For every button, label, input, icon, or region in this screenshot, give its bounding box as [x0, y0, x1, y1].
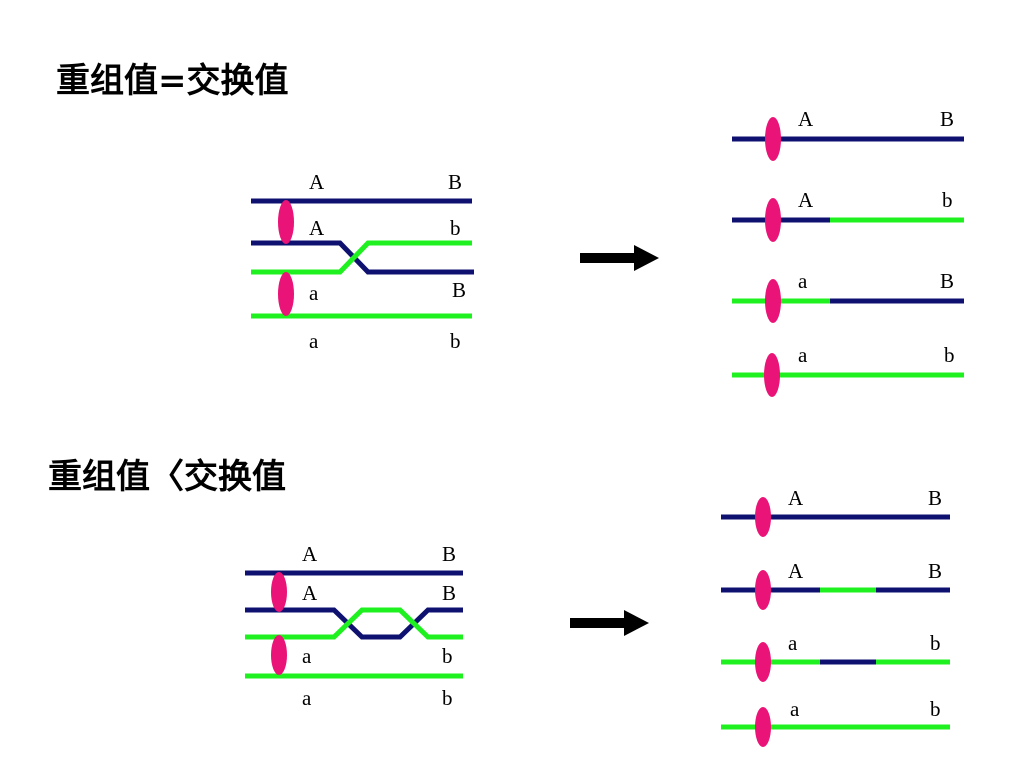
centromere — [755, 707, 771, 747]
arrow-icon — [570, 610, 649, 636]
title-recombination-equals-crossover: 重组值=交换值 — [56, 61, 289, 101]
arrow-icon — [580, 245, 659, 271]
centromere — [755, 497, 771, 537]
gene-label: b — [450, 329, 461, 353]
gene-label: b — [942, 188, 953, 212]
gene-label: A — [798, 107, 814, 131]
gene-label: A — [798, 188, 814, 212]
gene-label: B — [928, 559, 942, 583]
gene-label: b — [944, 343, 955, 367]
centromere — [271, 635, 287, 675]
single-crossover-tetrad: A B A b a B a b — [251, 170, 474, 353]
gene-label: B — [442, 581, 456, 605]
gene-label: a — [788, 631, 798, 655]
gene-label: b — [930, 697, 941, 721]
gene-label: b — [442, 686, 453, 710]
centromere — [271, 572, 287, 612]
gene-label: B — [928, 486, 942, 510]
gene-label: a — [798, 343, 808, 367]
gene-label: B — [448, 170, 462, 194]
centromere — [765, 279, 781, 323]
centromere — [765, 198, 781, 242]
gene-label: A — [302, 542, 318, 566]
centromere — [278, 200, 294, 244]
gene-label: A — [788, 486, 804, 510]
chromatid-3-crossover — [251, 240, 472, 275]
gene-label: a — [798, 269, 808, 293]
gene-label: B — [940, 269, 954, 293]
centromere — [278, 272, 294, 316]
gene-label: A — [788, 559, 804, 583]
gene-label: B — [442, 542, 456, 566]
gene-label: A — [309, 216, 325, 240]
gene-label: A — [309, 170, 325, 194]
double-crossover-tetrad: A B A B a b a b — [245, 542, 463, 710]
gene-label: B — [940, 107, 954, 131]
chromatid-3-double-crossover — [245, 607, 463, 640]
gene-label: B — [452, 278, 466, 302]
centromere — [765, 117, 781, 161]
gene-label: a — [302, 644, 312, 668]
gene-label: b — [450, 216, 461, 240]
gene-label: a — [309, 281, 319, 305]
centromere — [764, 353, 780, 397]
chromatid-2-double-crossover — [245, 607, 463, 640]
gene-label: A — [302, 581, 318, 605]
gene-label: b — [442, 644, 453, 668]
centromere — [755, 570, 771, 610]
title-recombination-less-than-crossover: 重组值〈交换值 — [48, 457, 286, 497]
gene-label: a — [302, 686, 312, 710]
double-crossover-products: A B A B a b a b — [721, 486, 950, 747]
single-crossover-products: A B A b a B a b — [732, 107, 964, 397]
centromere — [755, 642, 771, 682]
gene-label: a — [309, 329, 319, 353]
gene-label: b — [930, 631, 941, 655]
gene-label: a — [790, 697, 800, 721]
